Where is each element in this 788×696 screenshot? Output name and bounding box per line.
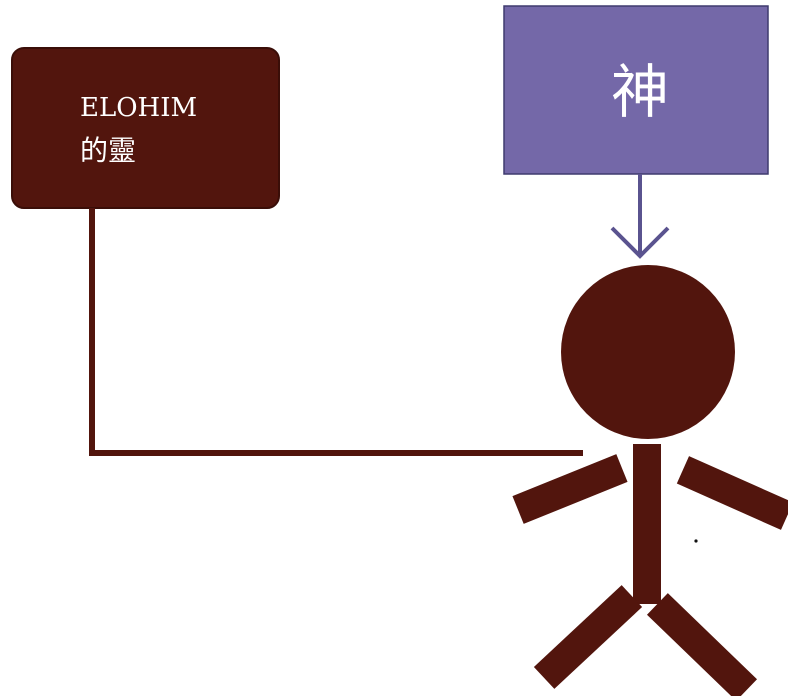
- figure-head: [561, 265, 735, 439]
- arrow-head: [610, 226, 670, 259]
- god-box: 神: [503, 5, 769, 175]
- spirit-box-line2: 的靈: [80, 134, 136, 167]
- god-box-background: [503, 5, 769, 175]
- stray-dot: [694, 539, 698, 543]
- figure-right-leg: [646, 593, 758, 696]
- stick-figure: [512, 265, 788, 696]
- spirit-box: ELOHIM 的靈: [11, 47, 280, 209]
- figure-left-leg: [533, 585, 643, 689]
- down-arrow-icon: [610, 174, 670, 259]
- spirit-box-line1: ELOHIM: [80, 93, 197, 123]
- figure-right-arm: [676, 456, 788, 530]
- spirit-box-background: [11, 47, 280, 209]
- spirit-connector-line: [89, 208, 583, 456]
- figure-left-arm: [512, 454, 628, 524]
- god-box-label: 神: [611, 58, 669, 126]
- figure-body: [633, 444, 661, 604]
